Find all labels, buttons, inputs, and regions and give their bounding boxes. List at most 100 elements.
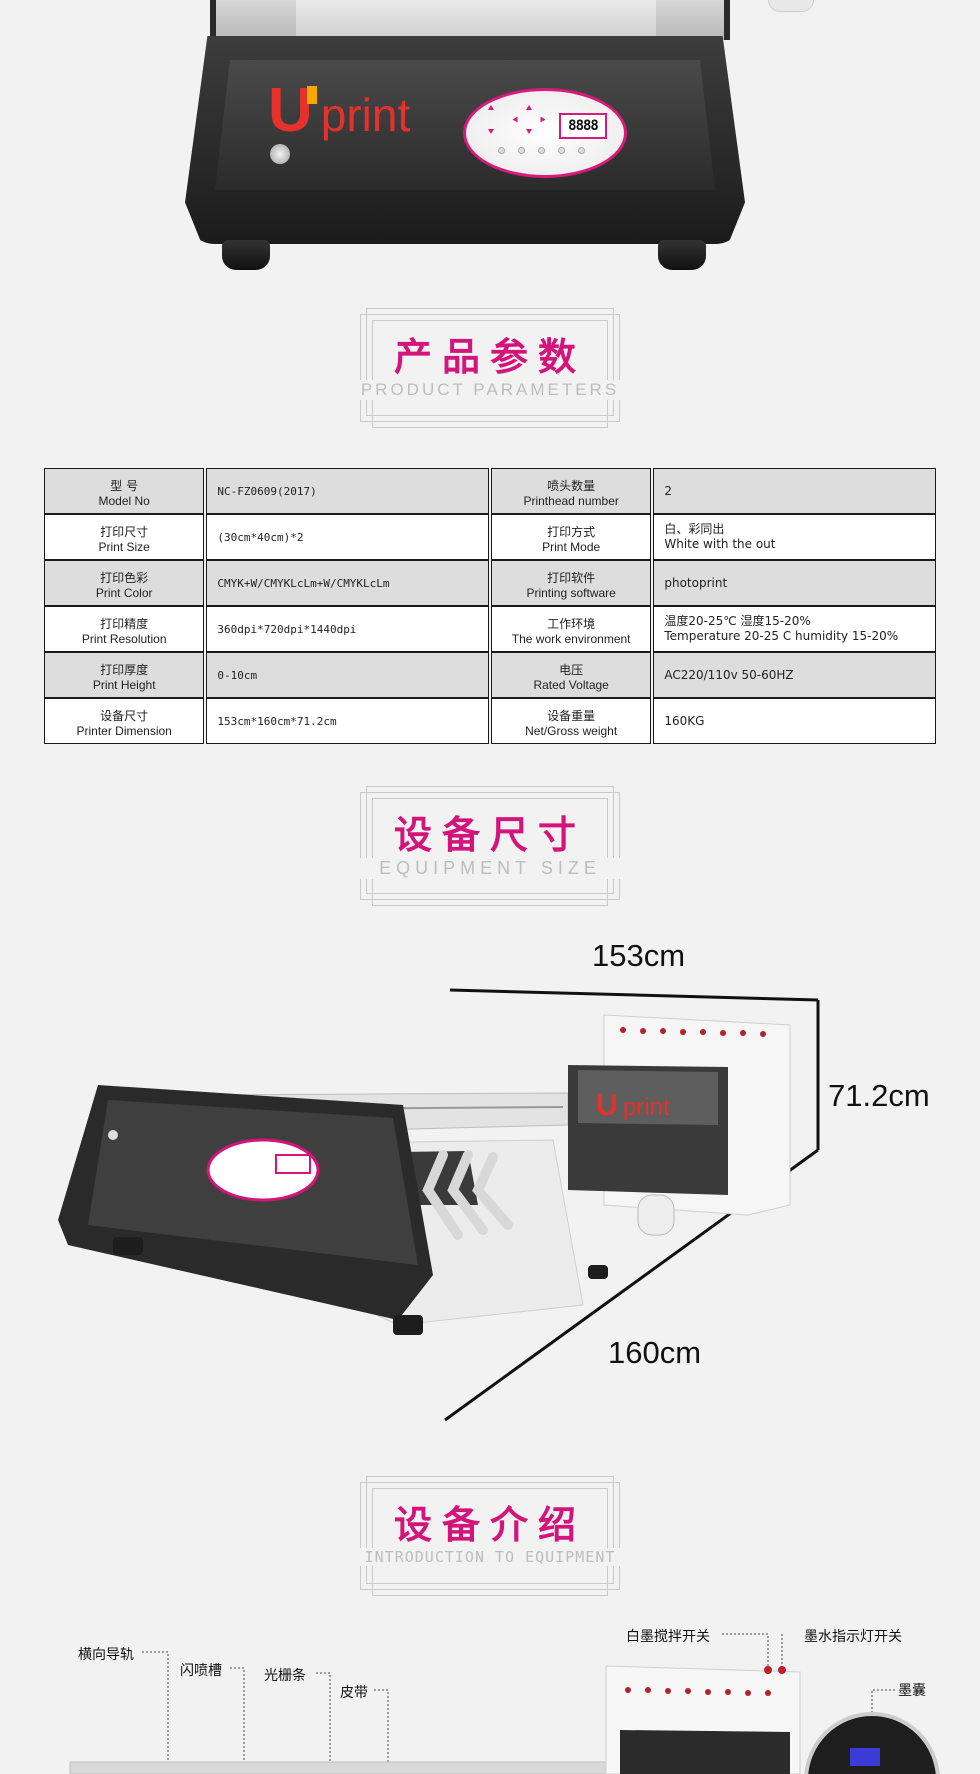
param-label-cn: 打印精度: [100, 617, 149, 631]
printer-foot: [222, 240, 270, 270]
param-value-line1: 白、彩同出: [664, 522, 725, 536]
callout-ink-light-switch: 墨水指示灯开关: [804, 1629, 902, 1645]
control-display: 8888: [559, 113, 607, 139]
param-label-cn: 打印厚度: [100, 663, 149, 677]
carriage-logo: U: [596, 1089, 618, 1122]
param-value: photoprint: [653, 560, 936, 606]
param-label-en: Print Resolution: [81, 632, 167, 646]
param-label-en: Rated Voltage: [533, 678, 609, 692]
arrow-down-icon: [526, 129, 532, 134]
title-frame: [360, 1482, 620, 1590]
title-frame: [360, 314, 620, 422]
param-label-en: Printer Dimension: [76, 724, 172, 738]
param-label-en: Printhead number: [523, 494, 619, 508]
param-value: 360dpi*720dpi*1440dpi: [206, 606, 489, 652]
control-panel: 8888: [463, 88, 627, 178]
arrow-down-icon: [488, 129, 494, 134]
param-value: CMYK+W/CMYKLcLm+W/CMYKLcLm: [206, 560, 489, 606]
param-value-line1: photoprint: [664, 575, 728, 590]
param-label-cn: 电压: [559, 663, 584, 677]
param-label-en: Print Height: [92, 678, 156, 692]
arrow-right-icon: [540, 116, 546, 123]
logo-accent: [306, 86, 317, 104]
callout-rail: 横向导轨: [78, 1647, 134, 1663]
button-dot: [558, 147, 565, 154]
width-line: [449, 988, 819, 1002]
section-title-en: INTRODUCTION TO EQUIPMENT: [354, 1548, 626, 1566]
section-title-cn: 设备尺寸: [393, 813, 586, 857]
arrow-up-icon: [526, 105, 532, 110]
carriage-cover: [578, 1070, 718, 1125]
param-value: (30cm*40cm)*2: [206, 514, 489, 560]
title-frame: [372, 798, 608, 906]
printer-hero-image: U print 8888: [0, 0, 980, 290]
param-label-en: Print Color: [95, 586, 153, 600]
param-label-en: Printing software: [526, 586, 616, 600]
arrow-left-icon: [512, 116, 518, 123]
param-label-cn: 打印色彩: [100, 571, 149, 585]
param-label-en: Print Size: [98, 540, 150, 554]
param-value: 2: [653, 468, 936, 514]
title-frame: [366, 786, 614, 894]
param-value-line1: 2: [664, 483, 672, 498]
param-label-cn: 工作环境: [547, 617, 596, 631]
power-knob: [270, 144, 290, 164]
power-knob: [108, 1130, 118, 1140]
printer-foot: [393, 1315, 423, 1335]
width-label: 153cm: [592, 938, 686, 973]
callout-ink-sac: 墨囊: [898, 1683, 926, 1699]
stir-switch-button: [764, 1666, 772, 1674]
ink-sac-magnifier: [804, 1712, 940, 1774]
ink-indicator-leds: [625, 1687, 771, 1696]
param-value-line2: White with the out: [664, 537, 776, 551]
param-value-line1: AC220/110v 50-60HZ: [664, 667, 794, 682]
print-carriage: [620, 1730, 790, 1774]
param-label-cn: 设备重量: [547, 709, 596, 723]
ink-sac: [850, 1748, 880, 1766]
button-dot: [498, 147, 505, 154]
param-label-cn: 打印尺寸: [100, 525, 149, 539]
ink-light-switch-button: [778, 1666, 786, 1674]
control-display: [275, 1154, 311, 1174]
depth-label: 160cm: [608, 1335, 702, 1370]
intro-diagram: [69, 1633, 940, 1774]
param-value: AC220/110v 50-60HZ: [653, 652, 936, 698]
param-label-cn: 打印方式: [547, 525, 596, 539]
title-frame: [366, 1476, 614, 1584]
param-label-en: Model No: [98, 494, 150, 508]
section-title-intro: 设备介绍 INTRODUCTION TO EQUIPMENT: [354, 1476, 626, 1596]
param-label-en: Net/Gross weight: [525, 724, 618, 738]
logo-word: print: [320, 89, 411, 141]
button-dot: [518, 147, 525, 154]
section-title-en: PRODUCT PARAMETERS: [354, 380, 626, 400]
param-value: NC-FZ0609(2017): [206, 468, 489, 514]
param-label-cn: 喷头数量: [547, 479, 596, 493]
carriage-logo-word: print: [623, 1094, 670, 1121]
callout-stir-switch: 白墨搅拌开关: [626, 1629, 710, 1645]
button-dot: [538, 147, 545, 154]
callout-flash-slot: 闪喷槽: [180, 1663, 222, 1679]
uprint-logo: U print: [268, 78, 410, 142]
param-label-en: Print Mode: [542, 540, 601, 554]
printer-illustration: U print: [58, 1014, 791, 1335]
section-title-params: 产品参数 PRODUCT PARAMETERS: [354, 308, 626, 428]
param-value-line1: 160KG: [664, 713, 705, 728]
printer-foot: [113, 1237, 143, 1255]
title-frame: [360, 792, 620, 900]
